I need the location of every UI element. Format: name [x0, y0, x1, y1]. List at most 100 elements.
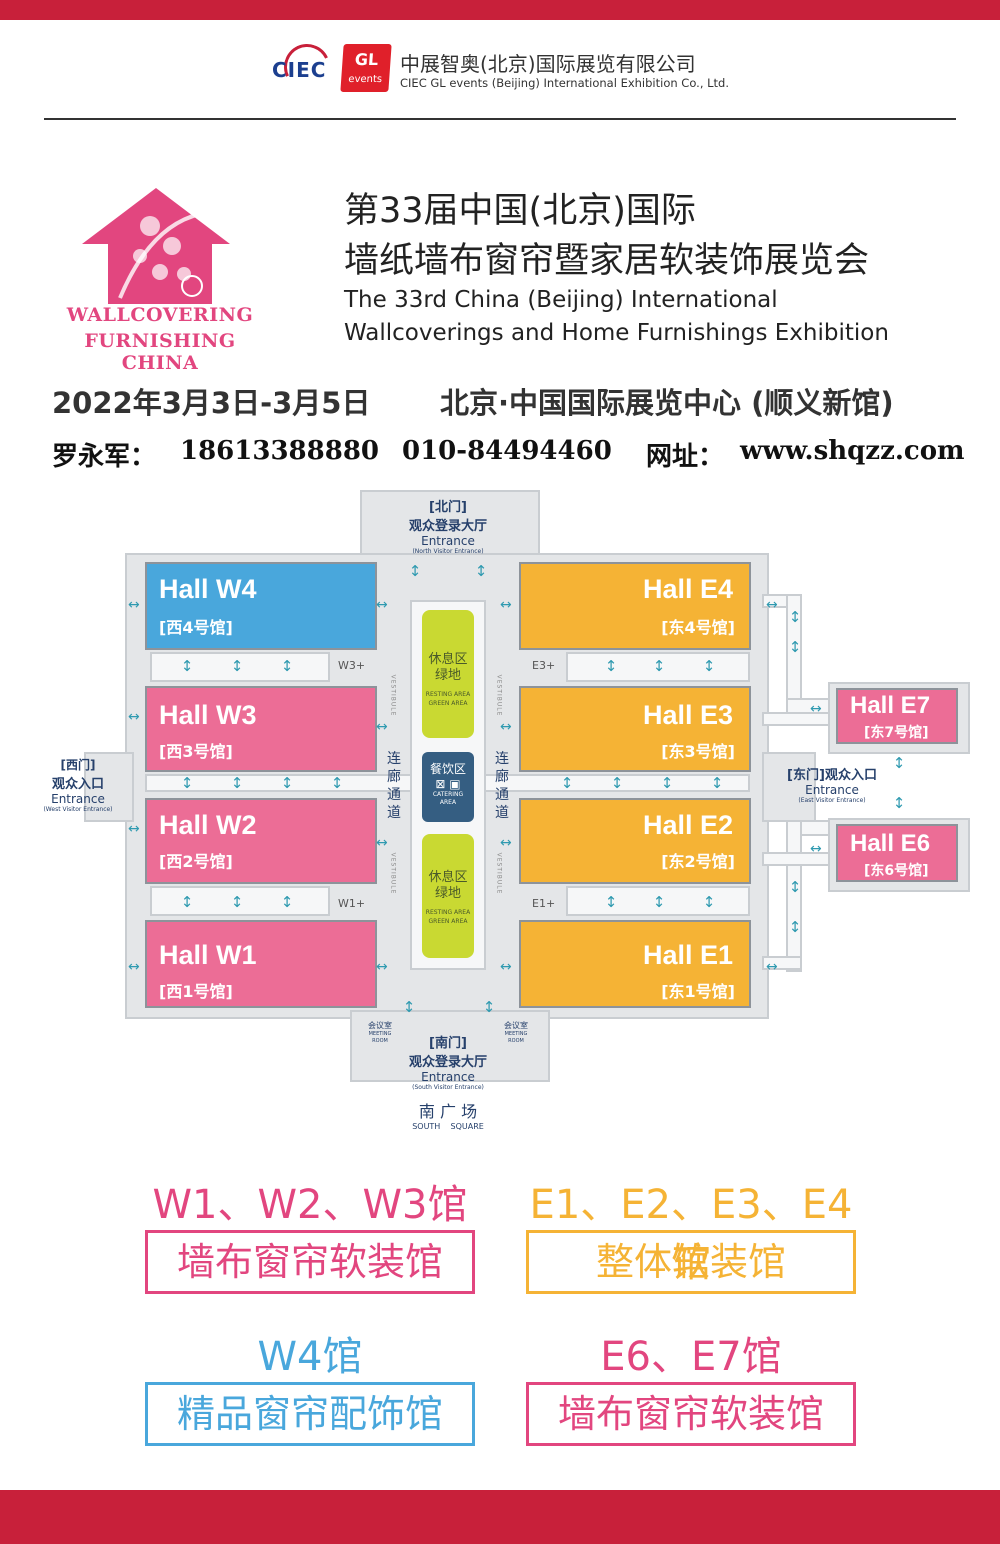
hall-e1[interactable]: Hall E1 [东1号馆]: [519, 920, 751, 1008]
corridor-w1-plus: [150, 886, 330, 916]
website-link[interactable]: www.shqzz.com: [740, 436, 965, 466]
hall-w2-name: Hall W2: [159, 810, 257, 840]
meeting-en-2: ROOM: [508, 1038, 524, 1044]
hall-e3[interactable]: Hall E3 [东3号馆]: [519, 686, 751, 772]
south-gate: [南门]: [429, 1036, 467, 1051]
ciec-logo: CIEC: [272, 58, 327, 82]
arrow-icon: ↔: [500, 719, 512, 735]
resting-en-2: GREEN AREA: [428, 700, 468, 707]
arrow-icon: ↕: [482, 998, 496, 1016]
arrow-icon: ↕: [702, 657, 716, 675]
meeting-en-2: ROOM: [372, 1038, 388, 1044]
resting-cn-1: 休息区: [428, 870, 468, 885]
resting-en-2: GREEN AREA: [428, 918, 468, 925]
hall-w4[interactable]: Hall W4 [西4号馆]: [145, 562, 377, 650]
legend-e1234-desc: 整体软装馆: [526, 1230, 856, 1294]
north-entrance-text: Entrance: [421, 534, 475, 548]
south-entrance-en: (South Visitor Entrance): [412, 1084, 484, 1091]
hall-e3-cn: [东3号馆]: [661, 742, 735, 761]
company-name-cn: 中展智奥(北京)国际展览有限公司: [400, 52, 696, 76]
arrow-icon: ↕: [652, 657, 666, 675]
east-entrance-en: (East Visitor Entrance): [798, 797, 866, 804]
south-square: 南 广 场 SOUTH SQUARE: [398, 1098, 498, 1131]
hall-e2-cn: [东2号馆]: [661, 852, 735, 871]
arrow-icon: ↔: [376, 959, 388, 975]
hall-w1[interactable]: Hall W1 [西1号馆]: [145, 920, 377, 1008]
hall-e6-name: Hall E6: [850, 830, 931, 857]
meeting-en-1: MEETING: [504, 1031, 528, 1037]
arrow-icon: ↕: [402, 998, 416, 1016]
west-entrance-label[interactable]: [西门] 观众入口 Entrance (West Visitor Entranc…: [30, 756, 126, 813]
gl-logo-top: GL: [354, 50, 379, 69]
hall-e4-cn: [东4号馆]: [661, 618, 735, 637]
brand-line-2: FURNISHING CHINA: [84, 330, 236, 374]
top-red-bar: [0, 0, 1000, 20]
hall-w2[interactable]: Hall W2 [西2号馆]: [145, 798, 377, 884]
corridor-w3-plus: [150, 652, 330, 682]
catering-icon: ⊠ ▣: [435, 777, 461, 791]
arrow-icon: ↔: [500, 835, 512, 851]
header-divider: [44, 118, 956, 120]
north-gate: [北门]: [429, 500, 467, 515]
south-entrance[interactable]: [南门] 观众登录大厅 Entrance (South Visitor Entr…: [370, 1032, 526, 1091]
arrow-icon: ↕: [710, 774, 724, 792]
gl-events-logo: GL events: [340, 44, 392, 92]
catering-en-2: AREA: [439, 799, 457, 806]
arrow-icon: ↕: [788, 878, 802, 896]
corridor-char: 廊: [387, 769, 401, 785]
arrow-icon: ↕: [474, 562, 488, 580]
east-gate: [东门]: [787, 768, 825, 783]
corridor-char: 道: [387, 805, 401, 821]
title-en-line-1: The 33rd China (Beijing) International: [344, 287, 778, 313]
hall-e2[interactable]: Hall E2 [东2号馆]: [519, 798, 751, 884]
hall-e7[interactable]: Hall E7 [东7号馆]: [836, 688, 958, 744]
resting-en-1: RESTING AREA: [425, 691, 471, 698]
contact-label: 罗永军：: [52, 442, 157, 472]
catering-en-1: CATERING: [432, 791, 464, 798]
event-date: 2022年3月3日-3月5日: [52, 386, 371, 420]
label-w3-plus: W3+: [338, 659, 366, 672]
corridor-e1-plus: [566, 886, 750, 916]
legend-w123-title: W1、W2、W3馆: [152, 1182, 468, 1228]
connector: [762, 712, 836, 726]
resting-cn-1: 休息区: [428, 652, 468, 667]
north-hall: 观众登录大厅: [408, 519, 487, 534]
hall-e6-cn: [东6号馆]: [864, 863, 929, 879]
phone-mobile[interactable]: 18613388880: [180, 436, 379, 466]
arrow-icon: ↔: [128, 597, 140, 613]
north-entrance[interactable]: [北门] 观众登录大厅 Entrance (North Visitor Entr…: [370, 496, 526, 555]
hall-e7-name: Hall E7: [850, 692, 931, 719]
corridor-label-east: 连 廊 通 道: [492, 750, 512, 822]
arrow-icon: ↕: [892, 754, 906, 772]
hall-e4[interactable]: Hall E4 [东4号馆]: [519, 562, 751, 650]
phone-office[interactable]: 010-84494460: [402, 436, 612, 466]
arrow-icon: ↔: [810, 701, 822, 717]
arrow-icon: ↕: [788, 608, 802, 626]
arrow-icon: ↕: [408, 562, 422, 580]
resting-en-1: RESTING AREA: [425, 909, 471, 916]
arrow-icon: ↕: [788, 638, 802, 656]
house-logo-icon: [82, 188, 230, 304]
legend-w123-desc: 墙布窗帘软装馆: [145, 1230, 475, 1294]
hall-e6[interactable]: Hall E6 [东6号馆]: [836, 824, 958, 882]
gl-logo-bottom: events: [347, 74, 383, 85]
south-lobby: [350, 1010, 550, 1082]
catering-cn: 餐饮区: [429, 762, 466, 776]
arrow-icon: ↕: [702, 893, 716, 911]
corridor-char: 道: [495, 805, 509, 821]
arrow-icon: ↕: [660, 774, 674, 792]
west-hall: 观众入口: [51, 777, 104, 792]
bottom-red-bar: [0, 1490, 1000, 1544]
connector: [762, 956, 802, 970]
title-en-line-2: Wallcoverings and Home Furnishings Exhib…: [344, 320, 889, 346]
hall-w3[interactable]: Hall W3 [西3号馆]: [145, 686, 377, 772]
legend-w4-title: W4馆: [257, 1334, 363, 1380]
arrow-icon: ↕: [180, 893, 194, 911]
corridor-e3-plus: [566, 652, 750, 682]
legend-e67-desc: 墙布窗帘软装馆: [526, 1382, 856, 1446]
east-entrance-label[interactable]: [东门]观众入口 Entrance (East Visitor Entrance…: [776, 764, 888, 804]
south-entrance-text: Entrance: [421, 1070, 475, 1084]
